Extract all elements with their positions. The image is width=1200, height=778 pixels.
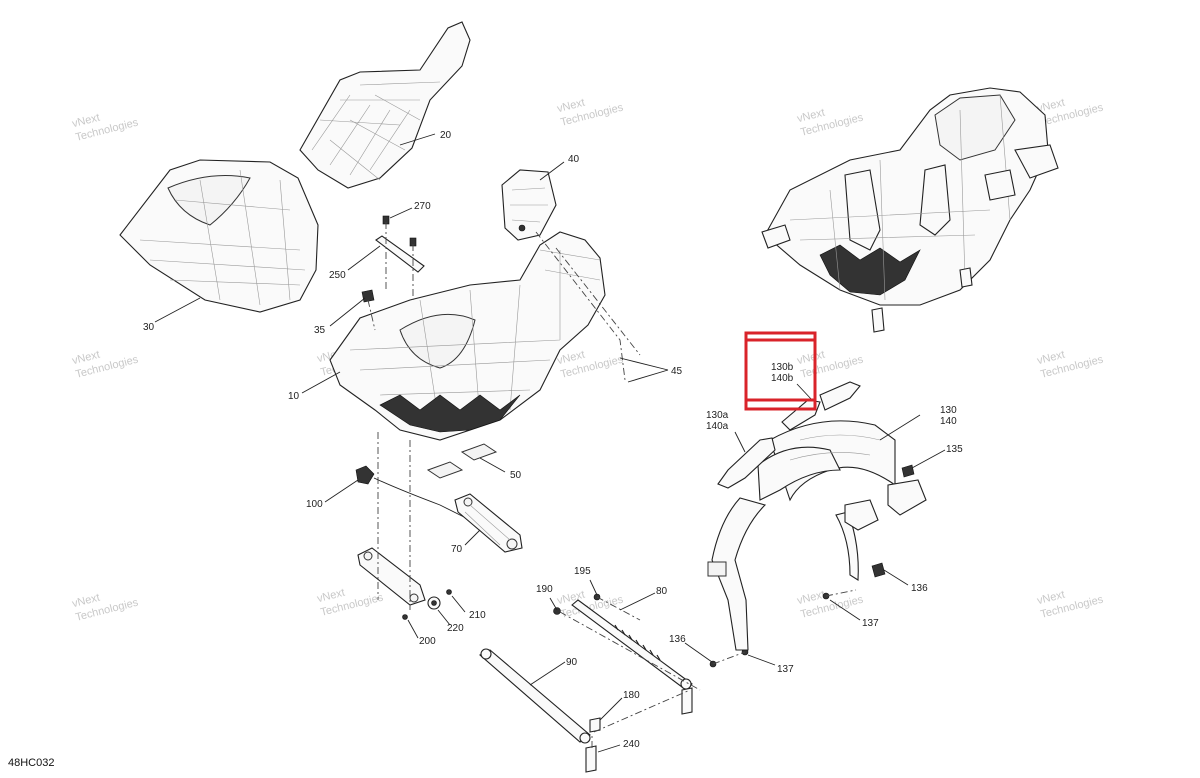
callout-270: 270 <box>414 201 431 212</box>
callout-numbers: 20 30 40 270 250 35 10 45 50 100 70 80 9… <box>143 130 963 750</box>
part-shoulder-pad-left <box>717 437 776 489</box>
part-headrest-cover <box>299 21 471 189</box>
callout-220: 220 <box>447 623 464 634</box>
callout-130a: 130a <box>706 410 729 421</box>
callout-90: 90 <box>566 657 578 668</box>
callout-140a: 140a <box>706 421 729 432</box>
part-seat-shell <box>329 231 606 441</box>
callout-140b: 140b <box>771 373 794 384</box>
highlight-box[interactable] <box>744 331 817 411</box>
watermark: vNext Technologies <box>556 349 625 381</box>
callout-195: 195 <box>574 566 591 577</box>
callout-45: 45 <box>671 366 683 377</box>
watermark: vNext Technologies <box>1036 97 1105 129</box>
callout-210: 210 <box>469 610 486 621</box>
watermark: vNext Technologies <box>796 349 865 381</box>
part-slider-rail-lower <box>357 547 452 620</box>
callout-136-upper: 136 <box>911 583 928 594</box>
part-seat-assembly <box>761 87 1059 333</box>
part-fasteners <box>553 464 915 773</box>
callout-180: 180 <box>623 690 640 701</box>
callout-100: 100 <box>306 499 323 510</box>
callout-250: 250 <box>329 270 346 281</box>
part-cross-bar <box>479 648 591 744</box>
part-release-handle <box>355 465 471 521</box>
part-seat-belt <box>707 420 927 651</box>
watermark: vNext Technologies <box>316 587 385 619</box>
watermark: vNext Technologies <box>1036 349 1105 381</box>
part-labels <box>426 443 498 479</box>
callout-200: 200 <box>419 636 436 647</box>
watermark: vNext Technologies <box>1036 589 1105 621</box>
callout-130b: 130b <box>771 362 794 373</box>
callout-10: 10 <box>288 391 300 402</box>
part-seat-cushion <box>119 159 319 313</box>
callout-240: 240 <box>623 739 640 750</box>
watermark: vNext Technologies <box>71 349 140 381</box>
part-strap-plate <box>375 215 425 273</box>
callout-137-lower: 137 <box>777 664 794 675</box>
callout-137-upper: 137 <box>862 618 879 629</box>
callout-190: 190 <box>536 584 553 595</box>
callout-130: 130 <box>940 405 957 416</box>
part-headrest-bracket <box>501 169 557 241</box>
callout-40: 40 <box>568 154 580 165</box>
leader-lines <box>154 133 946 753</box>
callout-80: 80 <box>656 586 668 597</box>
part-adjuster-rod <box>571 599 693 691</box>
part-clip <box>361 289 375 303</box>
callout-136-lower: 136 <box>669 634 686 645</box>
watermark: vNext Technologies <box>71 592 140 624</box>
callout-20: 20 <box>440 130 452 141</box>
diagram-reference: 48HC032 <box>8 757 54 769</box>
watermark: vNext Technologies <box>796 107 865 139</box>
watermark: vNext Technologies <box>71 112 140 144</box>
watermark: vNext Technologies <box>556 97 625 129</box>
callout-135: 135 <box>946 444 963 455</box>
callout-70: 70 <box>451 544 463 555</box>
callout-140: 140 <box>940 416 957 427</box>
part-slider-rail-upper <box>454 493 523 553</box>
assembly-lines <box>367 222 857 748</box>
callout-50: 50 <box>510 470 522 481</box>
callout-30: 30 <box>143 322 155 333</box>
callout-35: 35 <box>314 325 326 336</box>
